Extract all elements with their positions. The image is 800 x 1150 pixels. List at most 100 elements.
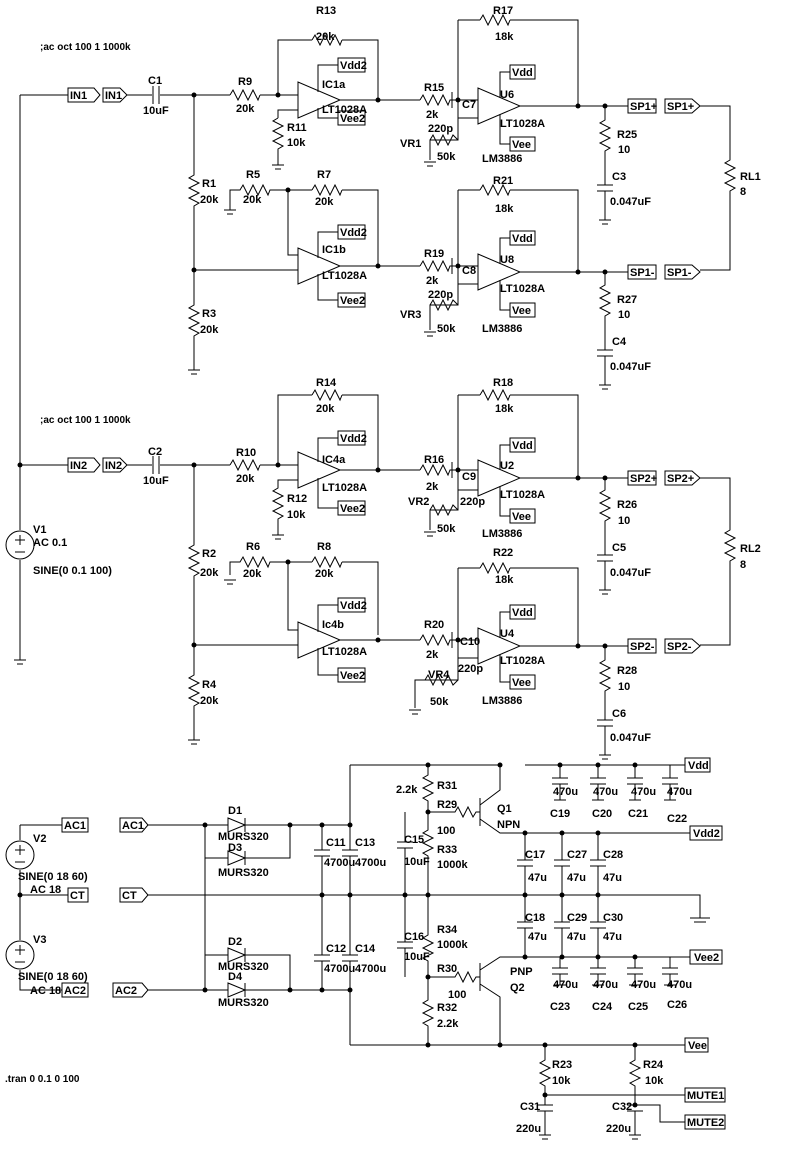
label-r33: R33 [437, 844, 457, 856]
label-vr2-value: 50k [437, 523, 456, 535]
label-r31-value: 2.2k [396, 784, 418, 796]
label-c11: C11 [326, 837, 346, 849]
label-c18-value: 47u [528, 931, 547, 943]
label-sp1minus: SP1- [630, 267, 655, 279]
label-vee2-rail: Vee2 [694, 952, 719, 964]
channel2-negative [187, 465, 628, 760]
opamp-ic4a [297, 451, 342, 489]
label-vee-4: Vee [512, 677, 531, 689]
label-vee-rail: Vee [688, 1040, 707, 1052]
label-c11-value: 4700u [324, 857, 355, 869]
label-r3-value: 20k [200, 324, 219, 336]
label-c18: C18 [525, 912, 545, 924]
label-c15-value: 10uF [404, 856, 430, 868]
label-r13: R13 [316, 5, 336, 17]
label-d3: D3 [228, 842, 242, 854]
label-u4: U4 [500, 628, 515, 640]
label-sp1plus-b: SP1+ [667, 101, 694, 113]
label-c9-value: 220p [460, 496, 485, 508]
label-c22: C22 [667, 813, 687, 825]
label-ic4a-part: LT1028A [322, 482, 367, 494]
label-r28: R28 [617, 665, 637, 677]
label-r10-value: 20k [236, 473, 255, 485]
label-c26-value: 470u [667, 979, 692, 991]
label-c19-value: 470u [553, 786, 578, 798]
label-ic1a-part: LT1028A [322, 104, 367, 116]
label-sp2minus: SP2- [630, 641, 655, 653]
label-ac2-flag: AC2 [64, 985, 86, 997]
label-c10-value: 220p [458, 663, 483, 675]
label-c1-value: 10uF [143, 105, 169, 117]
label-c20: C20 [592, 808, 612, 820]
label-q2-type: PNP [510, 966, 533, 978]
label-d2: D2 [228, 936, 242, 948]
label-c26: C26 [667, 999, 687, 1011]
label-r19: R19 [424, 248, 444, 260]
label-c13: C13 [355, 837, 375, 849]
label-r20: R20 [424, 619, 444, 631]
label-r34: R34 [437, 924, 458, 936]
label-r4-value: 20k [200, 695, 219, 707]
label-vdd2-4: Vdd2 [340, 600, 367, 612]
label-c29: C29 [567, 912, 587, 924]
label-v3-ac: AC 18 [30, 985, 61, 997]
label-c27-value: 47u [567, 872, 586, 884]
label-r32: R32 [437, 1002, 457, 1014]
label-r3: R3 [202, 308, 216, 320]
label-c2-value: 10uF [143, 475, 169, 487]
label-r9: R9 [238, 76, 252, 88]
label-r6-value: 20k [243, 568, 262, 580]
schematic-text: ;ac oct 100 1 1000k ;ac oct 100 1 1000k … [5, 5, 761, 1135]
label-r27-value: 10 [618, 309, 630, 321]
label-r31: R31 [437, 780, 457, 792]
label-r16-value: 2k [426, 481, 439, 493]
label-vee2-3: Vee2 [340, 503, 365, 515]
label-c3: C3 [612, 171, 626, 183]
label-sp1plus: SP1+ [630, 101, 657, 113]
label-in2-flag: IN2 [70, 460, 87, 472]
label-u2-lm3886: LM3886 [482, 528, 522, 540]
label-r4: R4 [202, 679, 217, 691]
net-flags [61, 57, 726, 1130]
label-r6: R6 [246, 541, 260, 553]
label-r13-value: 20k [316, 31, 335, 43]
label-c4-value: 0.047uF [610, 361, 651, 373]
label-d1: D1 [228, 805, 242, 817]
label-ic4b-part: LT1028A [322, 646, 367, 658]
label-rl2-value: 8 [740, 559, 746, 571]
label-r24: R24 [643, 1059, 664, 1071]
label-r22-value: 18k [495, 574, 514, 586]
label-vdd-3: Vdd [512, 440, 533, 452]
ac-directive-2: ;ac oct 100 1 1000k [40, 415, 131, 426]
label-v1-sine: SINE(0 0.1 100) [33, 565, 112, 577]
label-c3-value: 0.047uF [610, 196, 651, 208]
label-d1-part: MURS320 [218, 831, 269, 843]
label-vr1: VR1 [400, 138, 421, 150]
label-r15-value: 2k [426, 109, 439, 121]
label-v2: V2 [33, 833, 46, 845]
label-r8-value: 20k [315, 568, 334, 580]
label-r11-value: 10k [287, 137, 306, 149]
label-sp2minus-b: SP2- [667, 641, 692, 653]
label-u8-part: LT1028A [500, 283, 545, 295]
label-c8: C8 [462, 265, 476, 277]
label-c23-value: 470u [553, 979, 578, 991]
label-r12: R12 [287, 493, 307, 505]
label-r8: R8 [317, 541, 331, 553]
label-sp2plus: SP2+ [630, 473, 657, 485]
label-c12: C12 [326, 943, 346, 955]
label-r2-value: 20k [200, 567, 219, 579]
label-r26: R26 [617, 499, 637, 511]
label-c28-value: 47u [603, 872, 622, 884]
label-r29-value: 100 [437, 825, 455, 837]
label-ic1b-part: LT1028A [322, 270, 367, 282]
label-rl1: RL1 [740, 171, 761, 183]
label-v3-sine: SINE(0 18 60) [18, 971, 88, 983]
label-r1: R1 [202, 178, 216, 190]
opamp-u6 [477, 87, 522, 125]
label-u6-part: LT1028A [500, 118, 545, 130]
label-r5: R5 [246, 169, 260, 181]
label-r14-value: 20k [316, 403, 335, 415]
label-vee2-2: Vee2 [340, 295, 365, 307]
label-c31-value: 220u [516, 1123, 541, 1135]
